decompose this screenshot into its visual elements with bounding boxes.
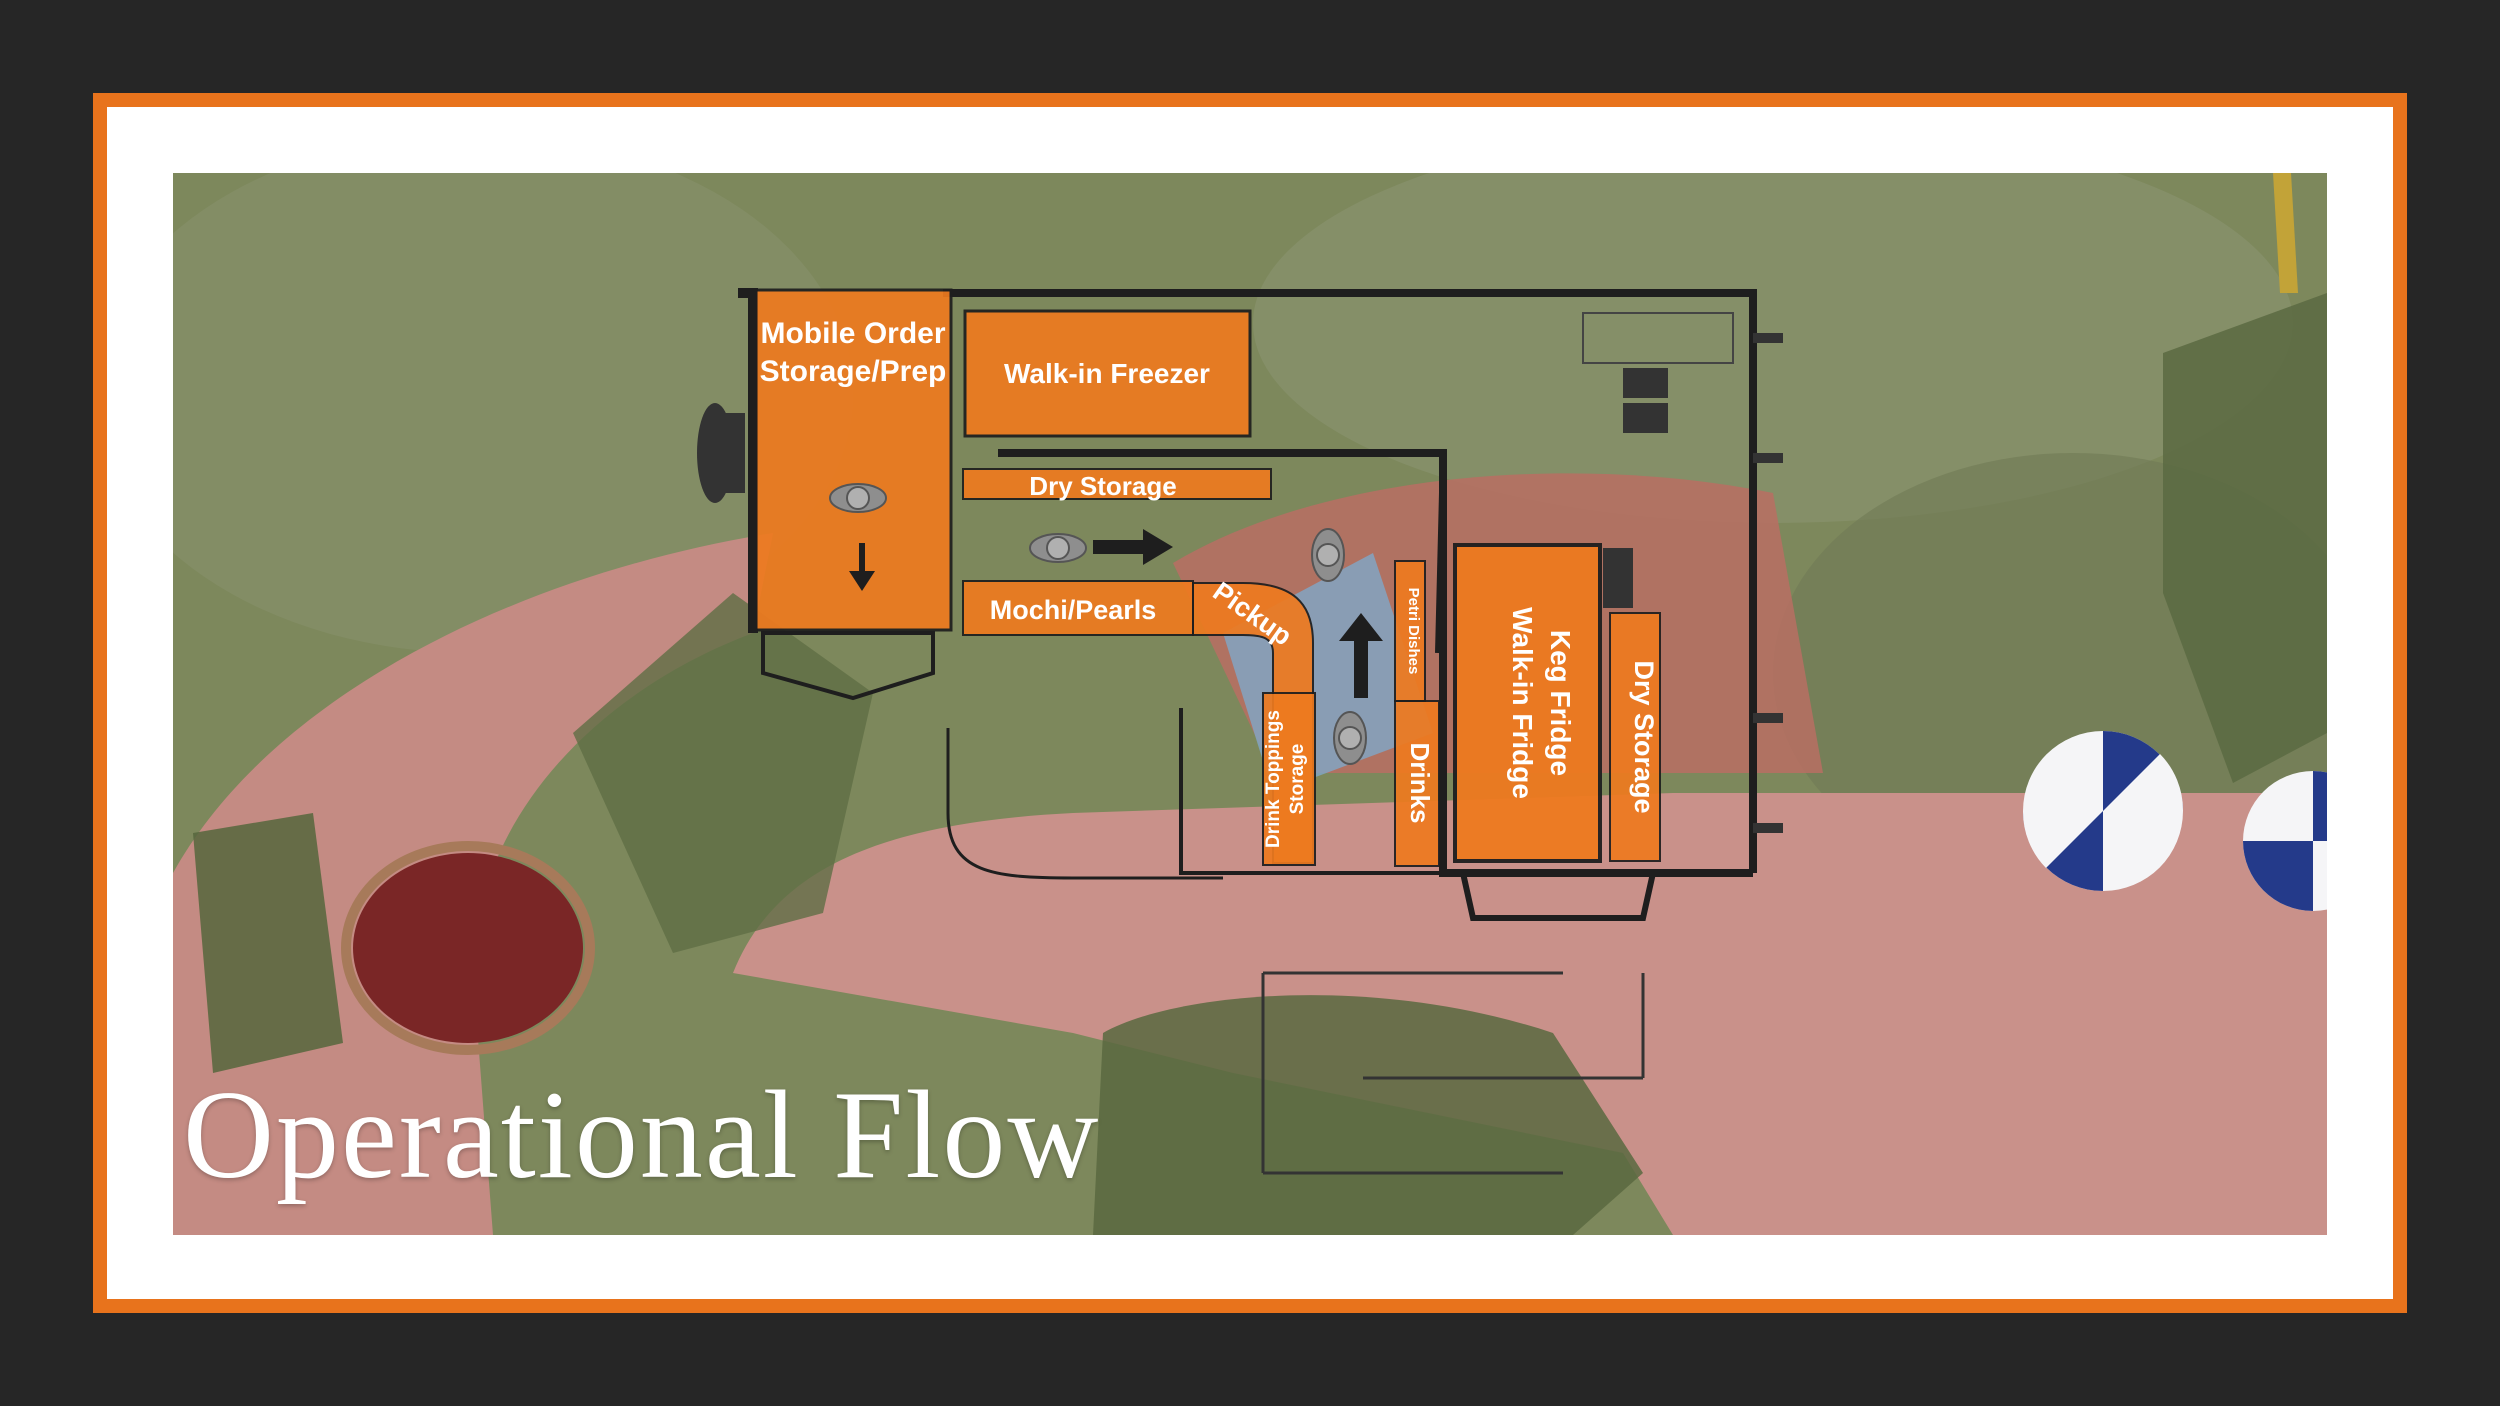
walk-in-fridge-keg-fridge-zone: Walk-in Fridge Keg Fridge [1453, 543, 1602, 863]
person-icon [1311, 528, 1345, 582]
building-outline [738, 288, 1757, 1175]
dry-storage-top-zone: Dry Storage [962, 468, 1272, 501]
walk-in-freezer-zone: Walk-in Freezer [963, 309, 1252, 438]
zone-label: Keg Fridge [1545, 630, 1576, 776]
mochi-pearls-zone: Mochi/Pearls [962, 580, 1194, 636]
zone-label: Walk-in Freezer [1004, 358, 1210, 389]
zone-label: Dry Storage [1629, 660, 1659, 813]
building-outline [697, 333, 1783, 833]
zone-label: Mochi/Pearls [990, 595, 1157, 625]
zone-label: Storage/Prep [760, 355, 947, 388]
zone-label: Walk-in Fridge [1507, 607, 1538, 799]
umbrella-icon [2243, 771, 2327, 911]
zone-label: Petri Dishes [1405, 588, 1422, 675]
dry-storage-right-zone: Dry Storage [1609, 612, 1661, 862]
drinks-zone: Drinks [1394, 700, 1440, 867]
person-icon [1029, 533, 1087, 563]
umbrella-icon [2022, 731, 2184, 891]
zone-label: Mobile Order [760, 317, 945, 350]
aerial-background [173, 173, 2327, 1235]
drink-toppings-storage-zone: Drink Toppings Storage [1262, 692, 1316, 866]
mobile-order-storage-prep-zone: Mobile Order Storage/Prep [754, 288, 953, 632]
zone-label: Drinks [1405, 743, 1435, 824]
person-icon [829, 483, 887, 513]
slide-title: Operational Flow [183, 1066, 1101, 1205]
arrow-icon [849, 543, 875, 591]
arrow-icon [1339, 613, 1383, 698]
arrow-icon [1093, 529, 1173, 565]
petri-dishes-zone: Petri Dishes [1394, 560, 1426, 702]
zone-label: Drink Toppings [1263, 710, 1284, 848]
zone-label: Dry Storage [1029, 471, 1176, 501]
person-icon [1333, 711, 1367, 765]
aerial-floor-plan: Mobile Order Storage/Prep Walk-in Freeze… [173, 173, 2327, 1235]
zone-label: Storage [1287, 744, 1308, 815]
